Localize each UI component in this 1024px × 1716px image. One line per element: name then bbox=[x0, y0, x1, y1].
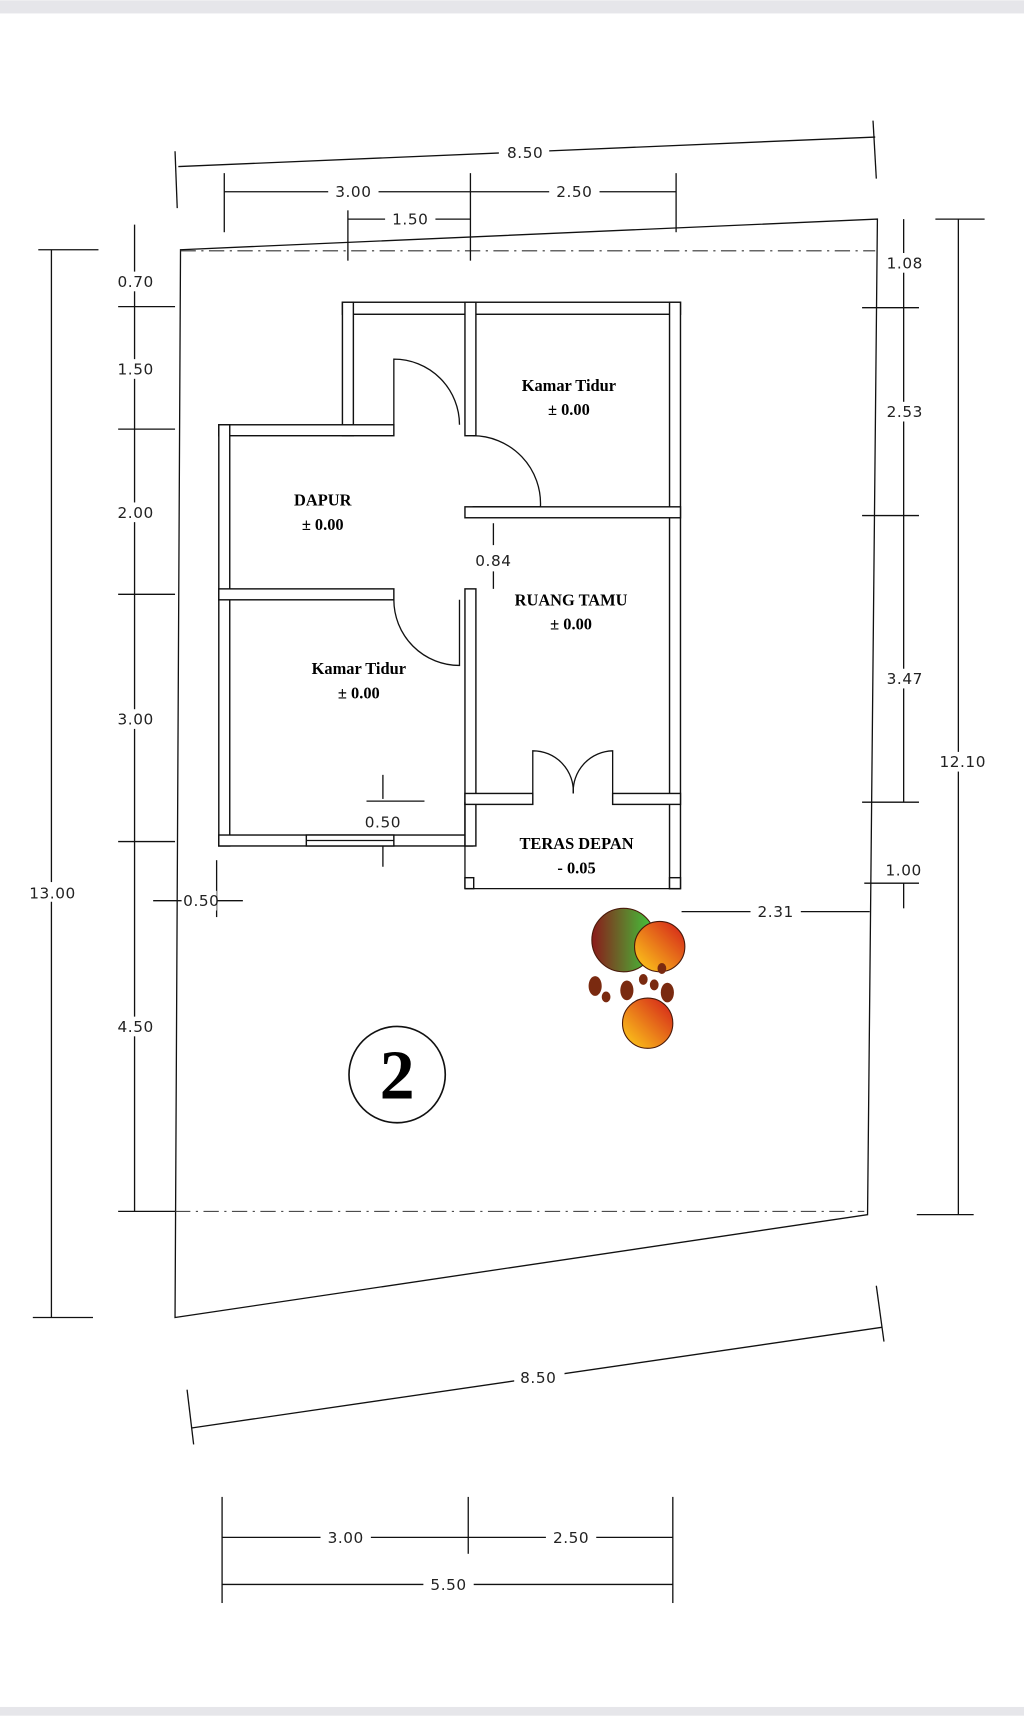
dim-right-2: 2.53 bbox=[887, 403, 923, 421]
dim-top-total: 8.50 bbox=[507, 144, 543, 162]
bottom-bar bbox=[0, 1706, 1024, 1716]
top-bar bbox=[0, 0, 1024, 14]
room-name-terrace: TERAS DEPAN bbox=[519, 834, 633, 853]
room-name-living: RUANG TAMU bbox=[515, 590, 628, 609]
room-level-bedroom-1: ± 0.00 bbox=[548, 400, 590, 419]
dim-left: 13.00 0.70 1.50 2.00 3.00 4.50 0.50 bbox=[24, 224, 243, 1319]
plot-boundary bbox=[174, 218, 879, 1319]
dim-bottom: 8.50 3.00 2.50 5.50 bbox=[186, 1285, 885, 1604]
dim-right: 1.08 2.53 3.47 1.00 12.10 2.31 bbox=[681, 218, 987, 1216]
room-name-bedroom-2: Kamar Tidur bbox=[312, 659, 406, 678]
dim-bottom-left: 3.00 bbox=[328, 1529, 364, 1547]
dim-right-3: 3.47 bbox=[887, 670, 923, 688]
room-level-kitchen: ± 0.00 bbox=[302, 515, 344, 534]
doors bbox=[393, 358, 614, 794]
tree-icons bbox=[588, 907, 686, 1049]
dim-left-2: 1.50 bbox=[118, 360, 154, 378]
dim-window: 0.50 bbox=[365, 813, 401, 831]
dim-left-total: 13.00 bbox=[29, 884, 76, 902]
dim-bottom-total: 8.50 bbox=[520, 1369, 556, 1387]
dim-top-right: 2.50 bbox=[556, 183, 592, 201]
room-level-bedroom-2: ± 0.00 bbox=[338, 683, 380, 702]
dim-left-3: 2.00 bbox=[118, 504, 154, 522]
room-labels: Kamar Tidur ± 0.00 DAPUR ± 0.00 RUANG TA… bbox=[294, 376, 634, 877]
sheet-number: 2 bbox=[380, 1038, 415, 1115]
dim-top-sub: 1.50 bbox=[392, 211, 428, 229]
dim-right-1: 1.08 bbox=[887, 254, 923, 272]
dim-bottom-right: 2.50 bbox=[553, 1529, 589, 1547]
dim-left-5: 4.50 bbox=[118, 1018, 154, 1036]
room-level-living: ± 0.00 bbox=[550, 614, 592, 633]
dim-terrace-offset: 2.31 bbox=[758, 903, 794, 921]
dim-top-left: 3.00 bbox=[335, 183, 371, 201]
tree-icon bbox=[621, 997, 674, 1049]
dim-bottom-sum: 5.50 bbox=[430, 1576, 466, 1594]
dim-side-setback: 0.50 bbox=[183, 892, 219, 910]
walls bbox=[218, 301, 682, 890]
dim-right-4: 1.00 bbox=[886, 862, 922, 880]
dim-corridor: 0.84 bbox=[475, 552, 511, 570]
dim-left-4: 3.00 bbox=[118, 711, 154, 729]
room-level-terrace: - 0.05 bbox=[557, 858, 595, 877]
interior-dims: 0.84 0.50 bbox=[365, 523, 511, 867]
room-name-bedroom-1: Kamar Tidur bbox=[522, 376, 616, 395]
dim-right-total: 12.10 bbox=[939, 753, 986, 771]
dim-top: 8.50 3.00 2.50 1.50 bbox=[174, 120, 877, 261]
room-name-kitchen: DAPUR bbox=[294, 491, 352, 510]
sheet-badge bbox=[348, 1025, 447, 1124]
dim-left-1: 0.70 bbox=[118, 273, 154, 291]
